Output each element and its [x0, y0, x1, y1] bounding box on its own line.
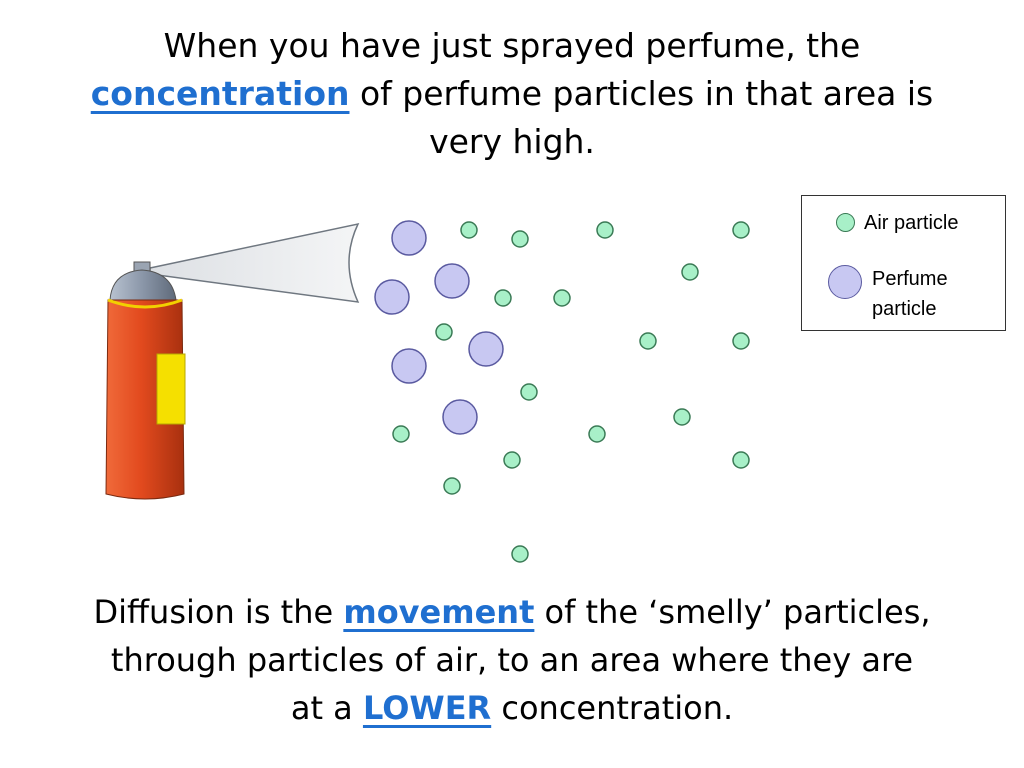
air-particles	[392, 221, 750, 563]
air-particle-label: Air particle	[864, 212, 959, 234]
air-particle	[732, 451, 750, 469]
perfume-particles	[374, 220, 504, 435]
air-particle	[511, 230, 529, 248]
definition-line-1: Diffusion is the movement of the ‘smelly…	[10, 588, 1014, 636]
heading-line-2: concentration of perfume particles in th…	[20, 70, 1004, 118]
air-particle	[673, 408, 691, 426]
air-particle	[588, 425, 606, 443]
air-particle	[503, 451, 521, 469]
air-particle	[435, 323, 453, 341]
perfume-particle-swatch	[828, 265, 862, 299]
perfume-particle	[442, 399, 478, 435]
definition-part-1: Diffusion is the	[93, 593, 344, 631]
can-cap	[109, 269, 177, 301]
air-particle	[639, 332, 657, 350]
can-body	[105, 299, 185, 500]
air-particle	[596, 221, 614, 239]
movement-keyword: movement	[343, 593, 535, 631]
spray-mist	[149, 222, 360, 303]
lower-keyword: LOWER	[362, 689, 492, 727]
legend: Air particle Perfume particle	[801, 195, 1006, 331]
air-particle	[553, 289, 571, 307]
air-particle	[520, 383, 538, 401]
definition-line-3: at a LOWER concentration.	[10, 684, 1014, 732]
definition-part-4: concentration.	[491, 689, 734, 727]
perfume-label-line-1: Perfume	[872, 268, 948, 290]
heading-line-1: When you have just sprayed perfume, the	[163, 26, 861, 65]
perfume-can	[105, 261, 186, 500]
concentration-keyword: concentration	[90, 74, 350, 113]
perfume-particle	[374, 279, 410, 315]
air-particle	[443, 477, 461, 495]
diffusion-definition: Diffusion is the movement of the ‘smelly…	[10, 588, 1014, 732]
air-particle	[732, 332, 750, 350]
perfume-particle	[434, 263, 470, 299]
perfume-particle-label: Perfume particle	[872, 264, 992, 324]
air-particle	[732, 221, 750, 239]
air-particle	[494, 289, 512, 307]
air-particle	[392, 425, 410, 443]
perfume-label-line-2: particle	[872, 298, 937, 320]
definition-part-3: at a	[290, 689, 363, 727]
can-label	[156, 353, 186, 425]
air-particle-swatch	[836, 213, 855, 232]
perfume-particle	[391, 348, 427, 384]
definition-part-2: of the ‘smelly’ particles,	[534, 593, 931, 631]
perfume-particle	[391, 220, 427, 256]
can-rim	[107, 298, 183, 309]
air-particle	[681, 263, 699, 281]
heading-line-2-rest: of perfume particles in that area is	[349, 74, 934, 113]
definition-line-2: through particles of air, to an area whe…	[110, 641, 914, 679]
heading-line-3: very high.	[429, 122, 595, 161]
perfume-particle	[468, 331, 504, 367]
heading: When you have just sprayed perfume, the …	[20, 22, 1004, 166]
air-particle	[511, 545, 529, 563]
air-particle	[460, 221, 478, 239]
